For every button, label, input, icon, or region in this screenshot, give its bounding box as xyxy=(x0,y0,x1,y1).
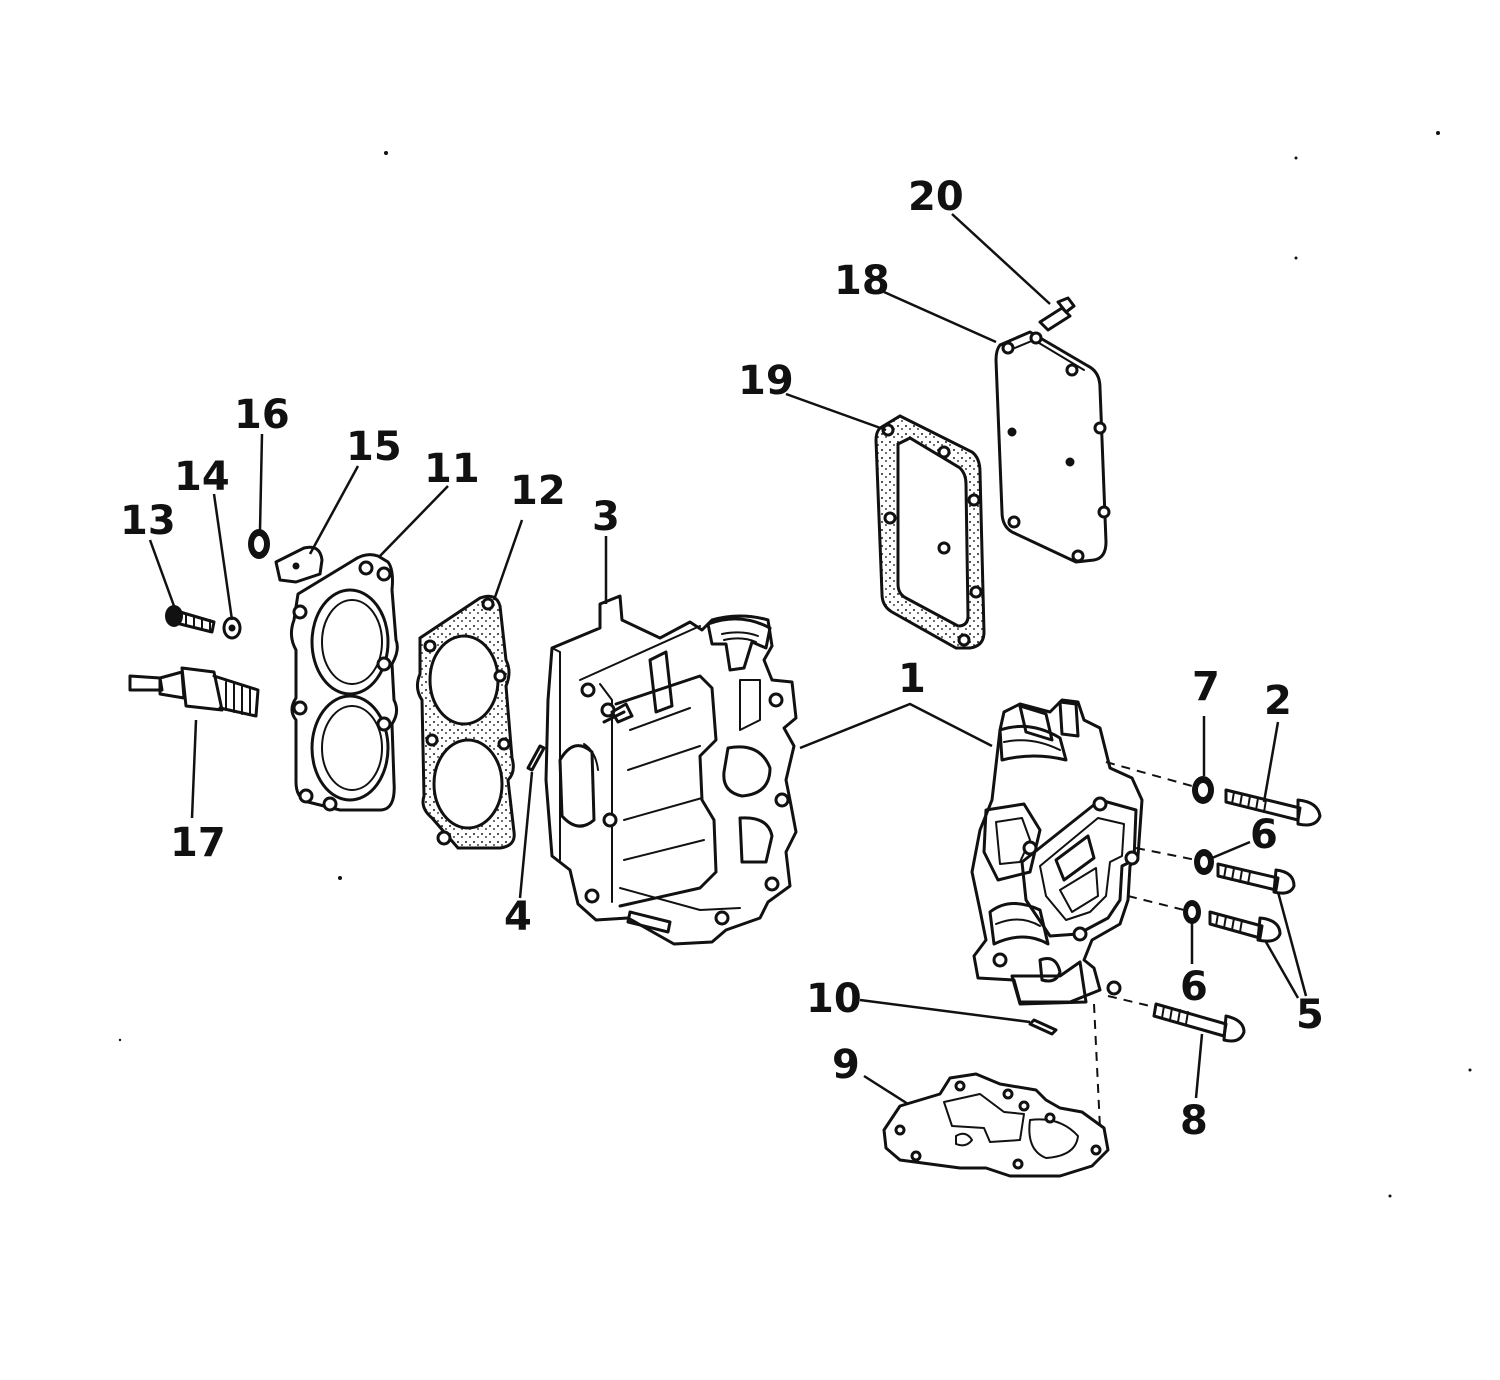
callout-13: 13 xyxy=(120,498,176,544)
part-13-bolt xyxy=(165,605,216,634)
callout-7: 7 xyxy=(1192,664,1220,710)
part-6-washer-lower xyxy=(1183,900,1201,924)
part-6-washer-upper xyxy=(1194,849,1214,875)
callout-15: 15 xyxy=(346,424,402,470)
part-18-cover-plate xyxy=(994,330,1111,564)
part-17-spark-plug xyxy=(128,666,260,718)
callout-12: 12 xyxy=(510,468,566,514)
part-12-head-gasket xyxy=(415,594,516,850)
callout-5: 5 xyxy=(1296,992,1324,1038)
part-16-nut xyxy=(248,529,270,559)
callout-1: 1 xyxy=(898,656,926,702)
part-4-dowel-pin xyxy=(526,744,546,772)
callout-3: 3 xyxy=(592,494,620,540)
part-10-pin xyxy=(1028,1018,1058,1036)
part-9-base-gasket xyxy=(882,1072,1110,1178)
part-14-washer xyxy=(222,616,242,640)
callout-18: 18 xyxy=(834,258,890,304)
leader-lines xyxy=(148,213,1308,1106)
part-1-crankcase xyxy=(970,698,1144,1006)
callout-9: 9 xyxy=(832,1042,860,1088)
scan-specks xyxy=(118,131,1472,1198)
callout-2: 2 xyxy=(1264,678,1292,724)
callout-6-lower: 6 xyxy=(1180,964,1208,1010)
callout-19: 19 xyxy=(738,358,794,404)
part-8-bolt xyxy=(1152,1002,1246,1043)
part-19-gasket xyxy=(874,414,986,650)
callout-labels: 20 18 19 16 15 11 14 12 13 3 1 7 2 6 17 … xyxy=(120,174,1324,1144)
callout-20: 20 xyxy=(908,174,964,220)
callout-14: 14 xyxy=(174,454,230,500)
part-3-cylinder-block xyxy=(544,594,798,946)
part-5-screw-lower xyxy=(1208,910,1282,943)
callout-6-upper: 6 xyxy=(1250,812,1278,858)
part-15-clamp xyxy=(274,545,324,584)
callout-11: 11 xyxy=(424,446,480,492)
callout-8: 8 xyxy=(1180,1098,1208,1144)
callout-16: 16 xyxy=(234,392,290,438)
callout-10: 10 xyxy=(806,976,862,1022)
part-7-washer xyxy=(1192,776,1214,804)
part-5-screw-upper xyxy=(1216,862,1296,895)
part-11-cylinder-head xyxy=(289,553,399,812)
alignment-lines xyxy=(1093,761,1197,1129)
callout-17: 17 xyxy=(170,820,226,866)
part-20-screw xyxy=(1038,296,1076,332)
callout-4: 4 xyxy=(504,894,532,940)
part-2-screw xyxy=(1224,788,1322,827)
